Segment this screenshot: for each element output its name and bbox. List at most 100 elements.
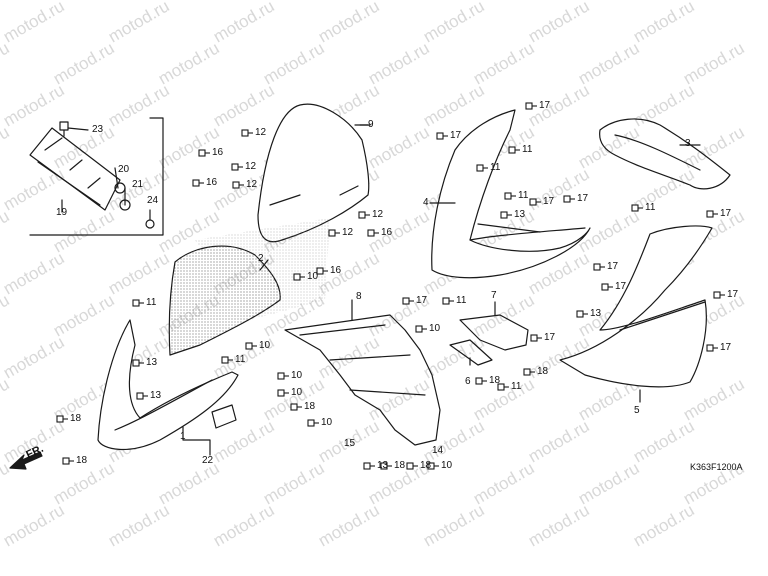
fastener-12 — [358, 211, 366, 219]
callout-1: 1 — [180, 431, 186, 442]
part-6-stay — [449, 339, 493, 366]
callout-17: 17 — [543, 196, 555, 207]
callout-3: 3 — [685, 138, 691, 149]
callout-17: 17 — [720, 208, 732, 219]
callout-22: 22 — [202, 455, 214, 466]
diagram-code: K363F1200A — [690, 462, 743, 472]
callout-8: 8 — [356, 291, 362, 302]
callout-11: 11 — [146, 297, 157, 308]
callout-18: 18 — [70, 413, 82, 424]
callout-16: 16 — [381, 227, 393, 238]
callout-11: 11 — [645, 202, 656, 213]
callout-9: 9 — [368, 119, 374, 130]
fastener-16 — [192, 179, 200, 187]
fastener-17 — [529, 198, 537, 206]
fastener-12 — [231, 163, 239, 171]
leader-lines — [182, 124, 701, 456]
callout-2: 2 — [258, 253, 264, 264]
fastener-10 — [415, 325, 423, 333]
callout-17: 17 — [539, 100, 551, 111]
fastener-17 — [563, 195, 571, 203]
fastener-11 — [132, 299, 140, 307]
callout-11: 11 — [511, 381, 522, 392]
fastener-18 — [56, 415, 64, 423]
callout-12: 12 — [342, 227, 354, 238]
callout-11: 11 — [490, 162, 501, 173]
callout-11: 11 — [456, 295, 467, 306]
fastener-18 — [475, 377, 483, 385]
callout-11: 11 — [518, 190, 529, 201]
part-8-inner-panel — [284, 314, 441, 446]
callout-10: 10 — [291, 370, 303, 381]
part-4-upper-cowl — [431, 109, 591, 279]
fastener-10 — [277, 372, 285, 380]
callout-16: 16 — [212, 147, 224, 158]
part-7-bracket — [459, 314, 529, 351]
fastener-11 — [221, 356, 229, 364]
callout-20: 20 — [118, 164, 130, 175]
callout-4: 4 — [423, 197, 429, 208]
callout-24: 24 — [147, 195, 159, 206]
fastener-17 — [593, 263, 601, 271]
callout-18: 18 — [76, 455, 88, 466]
fastener-16 — [198, 149, 206, 157]
callout-5: 5 — [634, 405, 640, 416]
fastener-17 — [530, 334, 538, 342]
callout-12: 12 — [372, 209, 384, 220]
fastener-17 — [436, 132, 444, 140]
part-23-bolt — [59, 121, 69, 137]
fastener-13 — [132, 359, 140, 367]
fastener-17 — [402, 297, 410, 305]
fastener-10 — [277, 389, 285, 397]
fastener-11 — [504, 192, 512, 200]
callout-10: 10 — [291, 387, 303, 398]
callout-10: 10 — [321, 417, 333, 428]
fastener-17 — [525, 102, 533, 110]
callout-14: 14 — [432, 445, 444, 456]
callout-18: 18 — [489, 375, 501, 386]
callout-13: 13 — [150, 390, 162, 401]
callout-17: 17 — [615, 281, 627, 292]
callout-16: 16 — [330, 265, 342, 276]
fastener-17 — [706, 210, 714, 218]
fastener-13 — [363, 462, 371, 470]
fastener-18 — [523, 368, 531, 376]
callout-18: 18 — [394, 460, 406, 471]
part-24-nut — [145, 219, 155, 229]
callout-10: 10 — [307, 271, 319, 282]
front-arrow-icon — [9, 451, 43, 470]
fastener-11 — [442, 297, 450, 305]
fastener-10 — [245, 342, 253, 350]
fastener-12 — [232, 181, 240, 189]
callout-18: 18 — [420, 460, 432, 471]
callout-13: 13 — [514, 209, 526, 220]
callout-18: 18 — [304, 401, 316, 412]
callout-16: 16 — [206, 177, 218, 188]
fastener-11 — [631, 204, 639, 212]
fastener-13 — [576, 310, 584, 318]
callout-13: 13 — [146, 357, 158, 368]
callout-17: 17 — [720, 342, 732, 353]
part-5-side-cowl — [559, 225, 713, 388]
callout-13: 13 — [590, 308, 602, 319]
fastener-12 — [241, 129, 249, 137]
fastener-18 — [62, 457, 70, 465]
part-22-label — [211, 404, 237, 429]
callout-6: 6 — [465, 376, 471, 387]
callout-17: 17 — [450, 130, 462, 141]
part-3-duct — [599, 118, 731, 190]
callout-15: 15 — [344, 438, 356, 449]
fastener-12 — [328, 229, 336, 237]
part-19-plate — [29, 127, 121, 211]
callout-17: 17 — [416, 295, 428, 306]
callout-12: 12 — [246, 179, 258, 190]
callout-10: 10 — [259, 340, 271, 351]
callout-17: 17 — [607, 261, 619, 272]
callout-23: 23 — [92, 124, 104, 135]
callout-7: 7 — [491, 290, 497, 301]
fastener-17 — [713, 291, 721, 299]
part-1-left-cowl — [97, 319, 239, 451]
fastener-10 — [293, 273, 301, 281]
callout-21: 21 — [132, 179, 144, 190]
